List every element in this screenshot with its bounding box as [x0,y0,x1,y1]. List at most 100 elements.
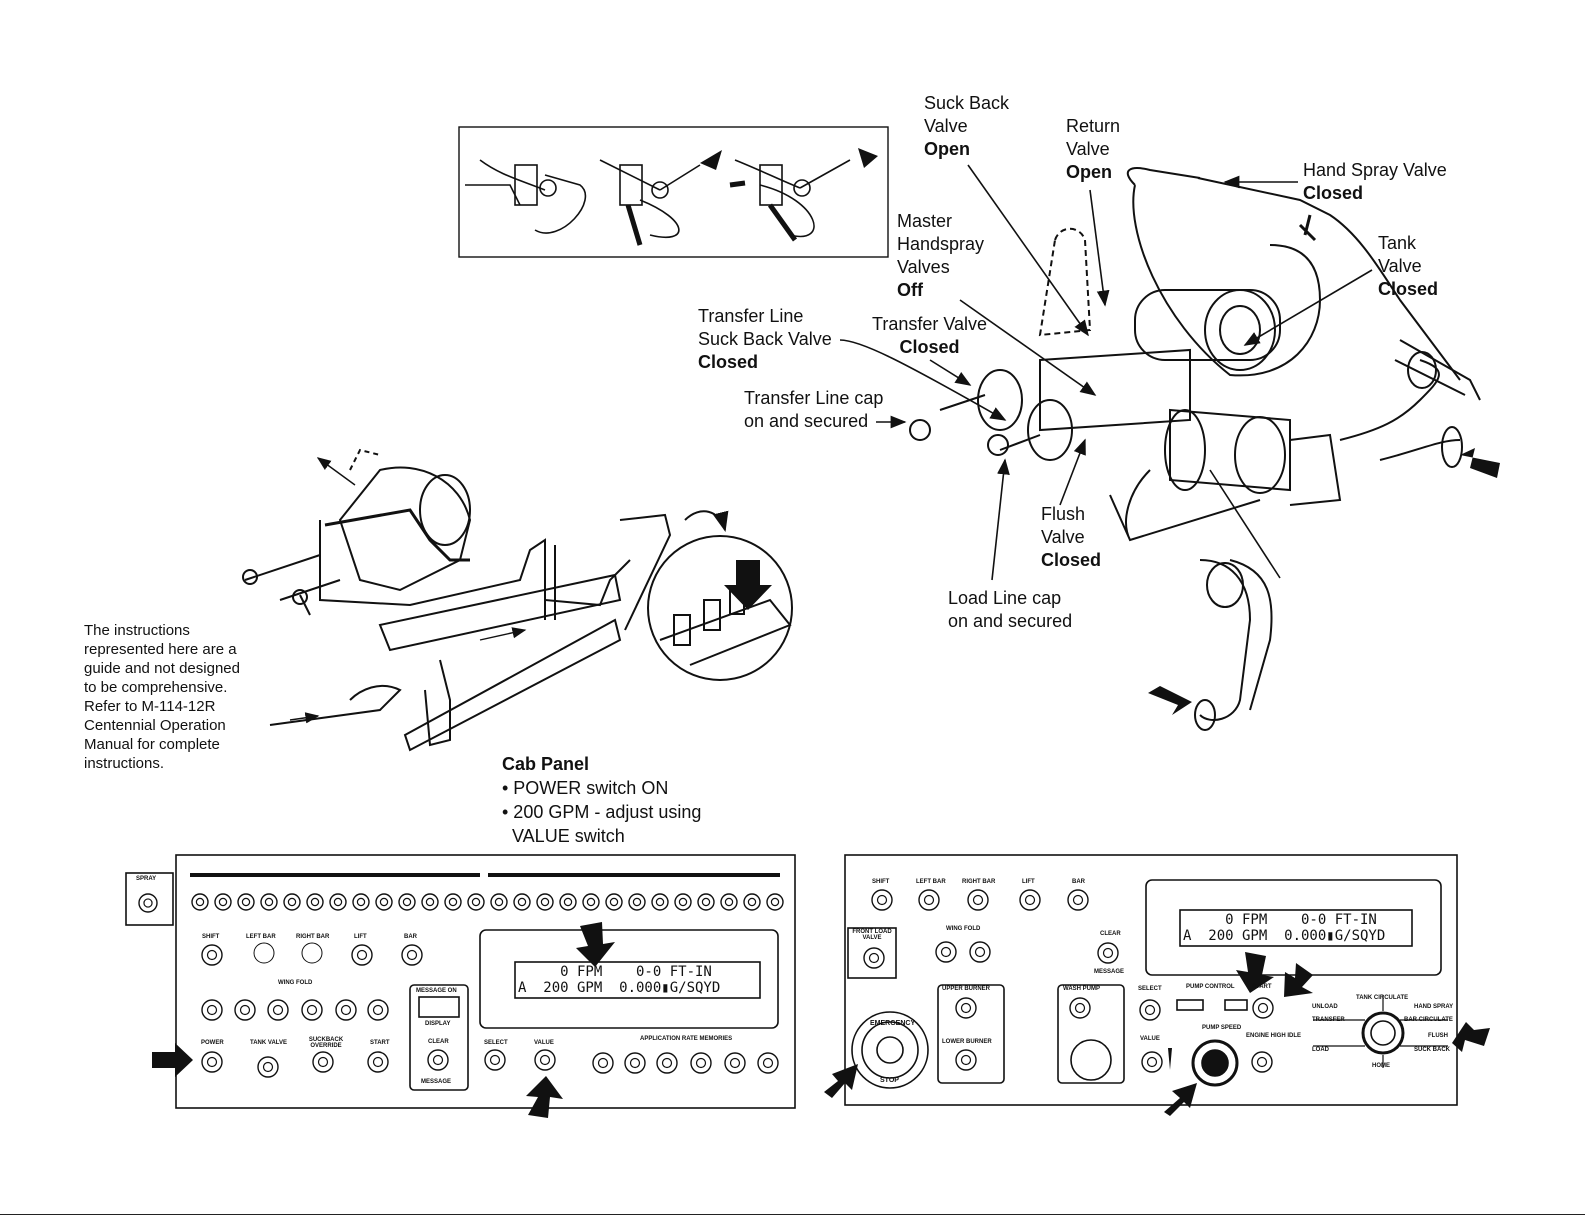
panel-switch[interactable] [301,999,323,1021]
right-switch-knobs [863,889,1274,1073]
panel-switch[interactable] [367,999,389,1021]
boom-toggle-switch[interactable] [421,893,439,911]
panel-switch[interactable] [1067,889,1089,911]
engine-high-idle-label: ENGINE HIGH IDLE [1246,1033,1302,1039]
boom-toggle-switch[interactable] [766,893,784,911]
detail-magnifier [647,510,793,681]
panel-switch[interactable] [201,999,223,1021]
boom-toggle-switch[interactable] [444,893,462,911]
panel-switch[interactable] [918,889,940,911]
panel-switch[interactable] [1251,1051,1273,1073]
left-lcd-line-1: 0 FPM 0-0 FT-IN [518,964,712,980]
power-label: POWER [201,1040,224,1046]
panel-switch[interactable] [312,1051,334,1073]
panel-switch[interactable] [401,944,423,966]
panel-switch[interactable] [201,944,223,966]
inlet-arrow-icon [1460,448,1500,478]
select-label: SELECT [1138,986,1162,992]
boom-toggle-switch[interactable] [214,893,232,911]
panel-switch[interactable] [967,889,989,911]
panel-switch[interactable] [935,941,957,963]
panel-switch[interactable] [367,1051,389,1073]
boom-toggle-switch[interactable] [743,893,761,911]
panel-switch[interactable] [690,1052,712,1074]
panel-switch[interactable] [1252,997,1274,1019]
clear-label: CLEAR [428,1039,449,1045]
panel-switch[interactable] [1139,999,1161,1021]
right-bar-label: RIGHT BAR [962,879,996,885]
panel-switch[interactable] [757,1052,779,1074]
lift-label: LIFT [354,934,367,940]
panel-switch[interactable] [1069,997,1091,1019]
panel-switch[interactable] [592,1052,614,1074]
boom-toggle-switch[interactable] [352,893,370,911]
boom-toggle-switch[interactable] [605,893,623,911]
arrow-icon [858,148,878,168]
panel-switch[interactable] [351,944,373,966]
boom-toggle-switch[interactable] [582,893,600,911]
display-label: DISPLAY [425,1021,451,1027]
select-label: SELECT [484,1040,508,1046]
panel-switch[interactable] [1097,942,1119,964]
panel-switch[interactable] [955,1049,977,1071]
panel-switch[interactable] [656,1052,678,1074]
panel-switch[interactable] [335,999,357,1021]
wing-fold-label: WING FOLD [946,926,981,932]
valve-inset [458,126,889,258]
panel-switch[interactable] [724,1052,746,1074]
boom-toggle-switch[interactable] [283,893,301,911]
boom-toggle-switch[interactable] [329,893,347,911]
application-rate-memories-label: APPLICATION RATE MEMORIES [640,1036,733,1042]
left-lcd-line-2: A 200 GPM 0.000▮G/SQYD [518,980,721,996]
boom-toggle-switch[interactable] [651,893,669,911]
boom-toggle-switch[interactable] [720,893,738,911]
panel-switch[interactable] [201,1051,223,1073]
pump-control-label: PUMP CONTROL [1186,984,1235,990]
boom-toggle-switch[interactable] [628,893,646,911]
arrow-icon [700,150,722,170]
page-bottom-rule [0,1214,1585,1215]
start-arrow-icon [1284,963,1313,997]
panel-switch[interactable] [234,999,256,1021]
panel-switch[interactable] [871,889,893,911]
pump-control-arrow-icon [1236,952,1274,993]
panel-switch[interactable] [624,1052,646,1074]
boom-toggle-switch[interactable] [191,893,209,911]
boom-toggle-switch[interactable] [559,893,577,911]
boom-toggle-switch[interactable] [674,893,692,911]
boom-toggle-switch[interactable] [490,893,508,911]
boom-toggle-switch[interactable] [697,893,715,911]
panel-switch[interactable] [863,947,885,969]
panel-switch[interactable] [969,941,991,963]
tank-valve-switch-label: TANK VALVE [250,1040,287,1046]
panel-switch[interactable] [955,997,977,1019]
upper-burner-label: UPPER BURNER [942,986,991,992]
right-bar-label: RIGHT BAR [296,934,330,940]
clear-label: CLEAR [1100,931,1121,937]
boom-toggle-switch[interactable] [375,893,393,911]
panel-switch[interactable] [267,999,289,1021]
boom-toggle-switch[interactable] [306,893,324,911]
panel-switch[interactable] [257,1056,279,1078]
boom-toggle-switch[interactable] [536,893,554,911]
boom-toggle-switch[interactable] [513,893,531,911]
panel-switch[interactable] [534,1049,556,1071]
front-load-valve-label: FRONT LOAD VALVE [852,929,892,941]
left-toggle-row [138,893,784,913]
panel-switch[interactable] [1141,1051,1163,1073]
boom-toggle-switch[interactable] [260,893,278,911]
stop-label: STOP [880,1077,899,1084]
lift-label: LIFT [1022,879,1035,885]
bar-label: BAR [1072,879,1085,885]
boom-toggle-switch[interactable] [467,893,485,911]
boom-toggle-switch[interactable] [237,893,255,911]
panel-switch[interactable] [484,1049,506,1071]
spray-toggle-switch[interactable] [138,893,158,913]
panel-switch[interactable] [1019,889,1041,911]
boom-toggle-switch[interactable] [398,893,416,911]
panel-switch[interactable] [427,1049,449,1071]
indicator-light [301,942,323,964]
